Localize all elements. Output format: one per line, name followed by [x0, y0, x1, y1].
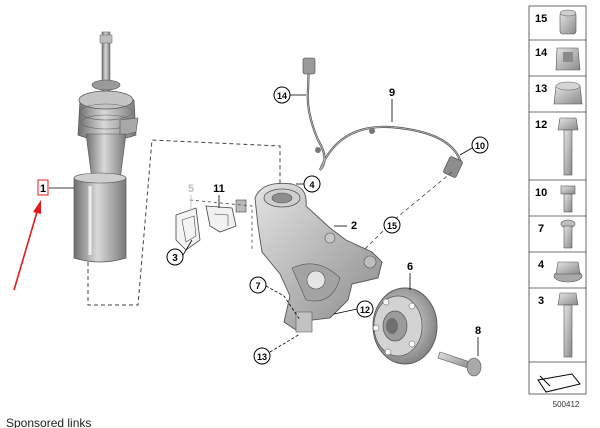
callout-3: 3	[172, 253, 178, 264]
panel-label-4[interactable]: 4	[538, 259, 545, 271]
panel-label-12[interactable]: 12	[535, 119, 547, 131]
hex-bolt-icon	[557, 117, 579, 176]
callout-5[interactable]: 5	[188, 183, 194, 195]
highlight-arrow	[13, 179, 49, 291]
callout-15: 15	[387, 221, 397, 231]
sponsored-links-label: Sponsored links	[6, 417, 92, 428]
panel-label-13[interactable]: 13	[535, 83, 547, 95]
panel-label-15[interactable]: 15	[535, 13, 547, 25]
screw-icon	[560, 219, 576, 249]
strut-assembly	[73, 31, 139, 263]
callout-13: 13	[257, 352, 267, 362]
assembly-bracket-small	[189, 199, 253, 250]
panel-label-14[interactable]: 14	[535, 47, 548, 59]
sensor-cable	[302, 57, 463, 178]
callout-10: 10	[475, 141, 485, 151]
callout-15-circle[interactable]: 15	[383, 216, 401, 234]
short-bolt-icon	[560, 185, 576, 213]
flange-nut-icon	[553, 261, 583, 283]
callout-9[interactable]: 9	[389, 87, 395, 99]
callout-7-circle[interactable]: 7	[249, 276, 267, 294]
panel-label-3[interactable]: 3	[538, 295, 544, 307]
callout-4: 4	[309, 180, 314, 190]
callout-14: 14	[277, 91, 287, 101]
clip-nut-icon	[555, 47, 581, 71]
assembly-bracket-cable	[351, 171, 453, 263]
callout-12: 12	[360, 305, 370, 315]
arrow-icon[interactable]	[537, 373, 581, 393]
fastener-panel	[528, 5, 587, 395]
bracket-parts	[175, 199, 247, 251]
collar-nut-icon	[553, 81, 583, 105]
panel-label-10[interactable]: 10	[535, 187, 547, 199]
assembly-bracket-strut	[87, 139, 281, 306]
callout-2[interactable]: 2	[351, 220, 357, 232]
hub-bolt	[437, 351, 482, 377]
long-bolt-icon	[557, 292, 579, 358]
panel-label-7[interactable]: 7	[538, 223, 544, 235]
diagram-id: 500412	[552, 400, 580, 409]
callout-4-circle[interactable]: 4	[303, 175, 321, 193]
steering-knuckle	[254, 182, 383, 333]
callout-10-circle[interactable]: 10	[471, 136, 489, 154]
bushing-icon	[559, 9, 577, 35]
callout-3-circle[interactable]: 3	[166, 248, 184, 266]
callout-12-circle[interactable]: 12	[356, 300, 374, 318]
callout-1[interactable]: 1	[40, 183, 46, 195]
callout-8[interactable]: 8	[475, 325, 481, 337]
callout-11[interactable]: 11	[213, 183, 225, 195]
wheel-hub	[372, 287, 438, 365]
callout-13-circle[interactable]: 13	[253, 347, 271, 365]
callout-14-circle[interactable]: 14	[273, 86, 291, 104]
callout-7: 7	[255, 281, 260, 291]
callout-6[interactable]: 6	[407, 261, 413, 273]
